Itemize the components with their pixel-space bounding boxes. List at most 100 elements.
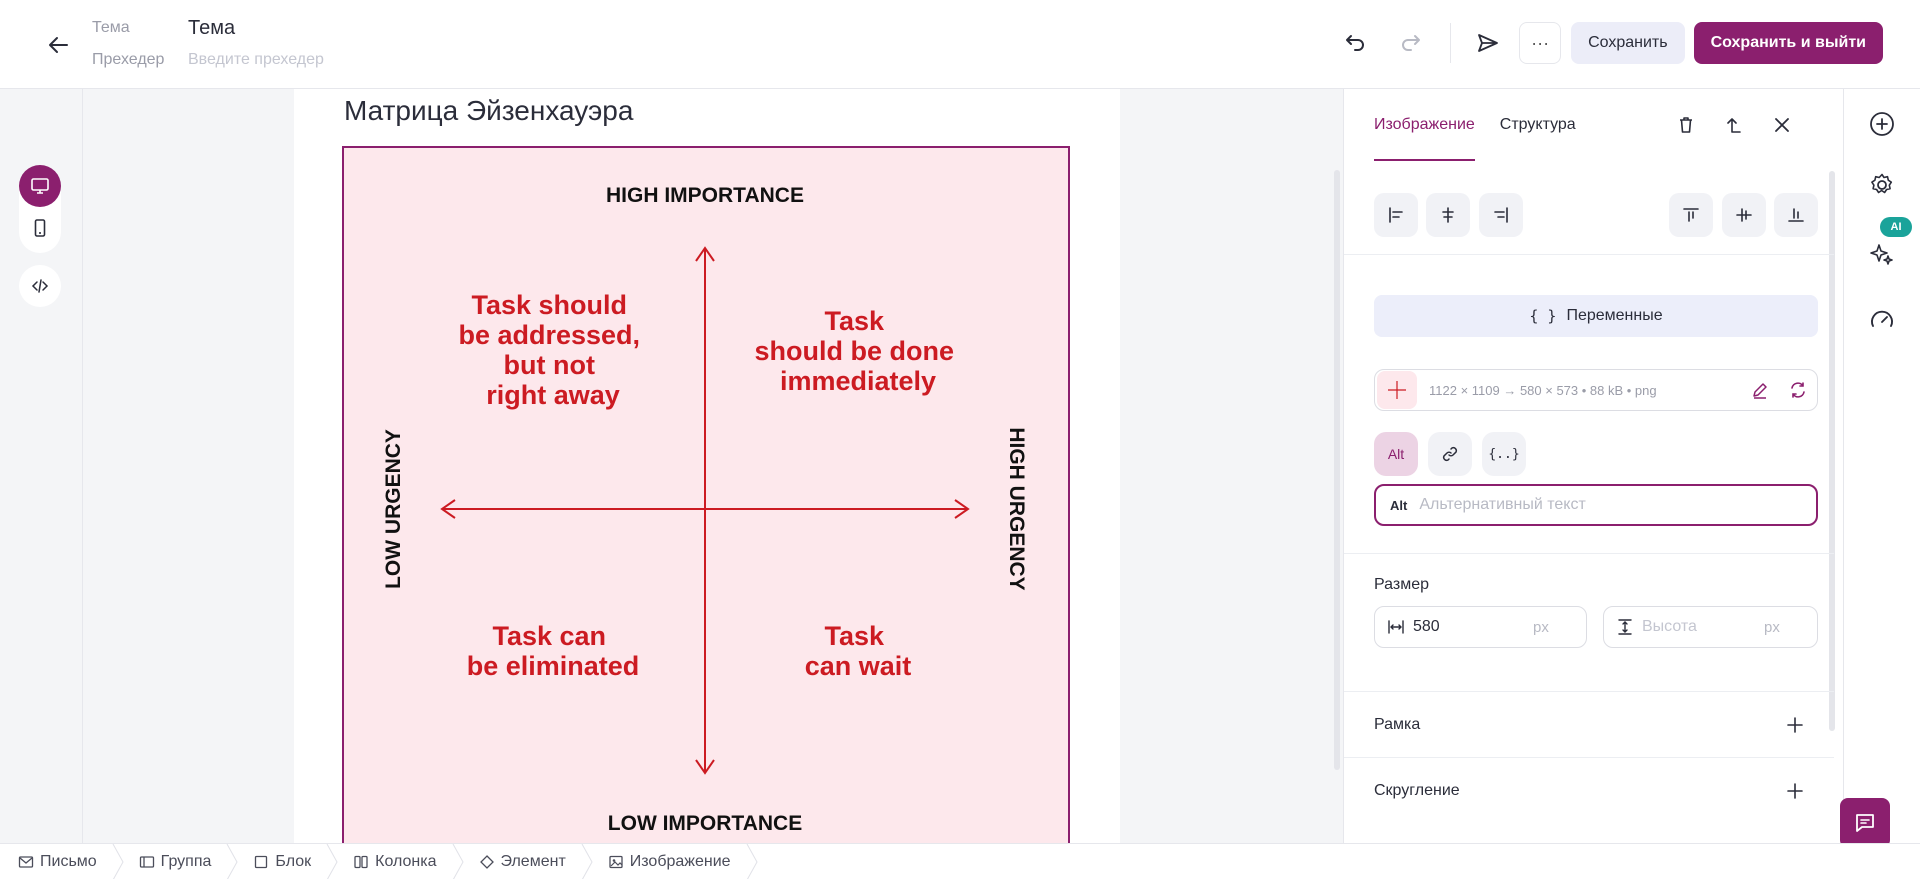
- crumb-block[interactable]: Блок: [253, 844, 325, 879]
- quadrant-top-left: Task should be addressed, but not right …: [458, 290, 647, 410]
- code-icon: [31, 279, 49, 293]
- top-actions: ··· Сохранить Сохранить и выйти: [1334, 22, 1883, 64]
- close-panel-button[interactable]: [1761, 104, 1803, 146]
- rounding-section-toggle[interactable]: Скругление: [1344, 757, 1834, 823]
- select-parent-button[interactable]: [1713, 104, 1755, 146]
- align-right-icon: [1494, 207, 1508, 223]
- element-icon: [479, 854, 494, 869]
- replace-image-button[interactable]: [1779, 371, 1817, 409]
- variables-label: Переменные: [1566, 307, 1663, 324]
- border-section-toggle[interactable]: Рамка: [1344, 691, 1834, 757]
- variable-attribute-button[interactable]: {..}: [1482, 432, 1526, 476]
- tab-structure[interactable]: Структура: [1499, 116, 1576, 133]
- selected-image-block[interactable]: HIGH IMPORTANCE LOW IMPORTANCE LOW URGEN…: [342, 146, 1070, 843]
- crumb-letter[interactable]: Письмо: [18, 844, 111, 879]
- undo-button[interactable]: [1334, 22, 1376, 64]
- panel-scrollbar[interactable]: [1829, 171, 1835, 731]
- alt-text-input[interactable]: [1419, 496, 1780, 514]
- alt-text-button[interactable]: Alt: [1374, 432, 1418, 476]
- pencil-icon: [1753, 383, 1767, 399]
- preheader-label: Прехедер: [92, 51, 165, 68]
- variables-button[interactable]: { } Переменные: [1374, 295, 1818, 337]
- performance-button[interactable]: [1861, 299, 1903, 341]
- image-icon: [609, 855, 623, 868]
- crumb-label: Элемент: [500, 852, 566, 870]
- device-switcher: [19, 165, 61, 253]
- send-icon: [1478, 34, 1498, 52]
- desktop-view-button[interactable]: [19, 165, 61, 207]
- crumb-element[interactable]: Элемент: [479, 844, 580, 879]
- more-button[interactable]: ···: [1519, 22, 1562, 64]
- gear-icon: [1871, 173, 1893, 194]
- back-button[interactable]: [42, 28, 76, 62]
- link-icon: [1442, 446, 1458, 462]
- mobile-icon: [34, 219, 46, 237]
- level-up-icon: [1727, 118, 1741, 133]
- align-center-button[interactable]: [1426, 193, 1470, 237]
- email-heading[interactable]: Матрица Эйзенхауэра: [344, 95, 634, 126]
- chevron-separator: [112, 843, 124, 879]
- ai-assistant-button[interactable]: [1861, 233, 1903, 275]
- undo-icon: [1346, 35, 1365, 51]
- crumb-label: Письмо: [40, 852, 97, 870]
- tab-image[interactable]: Изображение: [1374, 89, 1475, 161]
- alt-field-tag: Alt: [1390, 497, 1408, 513]
- align-right-button[interactable]: [1479, 193, 1523, 237]
- trash-icon: [1680, 117, 1692, 133]
- link-button[interactable]: [1428, 432, 1472, 476]
- height-field[interactable]: px: [1603, 606, 1818, 648]
- crumb-column[interactable]: Колонка: [353, 844, 450, 879]
- align-middle-icon: [1736, 208, 1752, 222]
- redo-icon: [1402, 35, 1421, 51]
- toolbar-divider: [1450, 23, 1452, 63]
- code-view-button[interactable]: [19, 265, 61, 307]
- email-body: Матрица Эйзенхауэра HIGH IMPORTANCE LOW …: [294, 89, 1120, 843]
- panel-tabs: Изображение Структура: [1374, 89, 1601, 161]
- editor-canvas: Матрица Эйзенхауэра HIGH IMPORTANCE LOW …: [83, 89, 1328, 843]
- rounding-label: Скругление: [1374, 781, 1460, 799]
- crumb-group[interactable]: Группа: [139, 844, 226, 879]
- save-and-exit-button[interactable]: Сохранить и выйти: [1693, 22, 1883, 64]
- align-left-button[interactable]: [1374, 193, 1418, 237]
- right-rail: AI: [1843, 89, 1920, 843]
- width-field[interactable]: px: [1374, 606, 1587, 648]
- gauge-icon: [1871, 310, 1893, 327]
- ai-badge: AI: [1880, 217, 1912, 237]
- height-input[interactable]: [1642, 618, 1764, 636]
- width-unit: px: [1533, 618, 1549, 636]
- panel-actions: [1665, 104, 1803, 146]
- settings-button[interactable]: [1861, 164, 1903, 206]
- block-icon: [255, 855, 268, 868]
- width-icon: [1388, 620, 1404, 634]
- quadrant-bottom-right: Task can wait: [805, 621, 912, 681]
- align-middle-button[interactable]: [1722, 193, 1766, 237]
- canvas-scrollbar[interactable]: [1334, 170, 1340, 770]
- alt-text-field[interactable]: Alt: [1374, 484, 1818, 526]
- variable-braces-icon: {..}: [1488, 446, 1520, 462]
- quadrant-top-right: Task should be done immediately: [754, 306, 961, 396]
- send-test-button[interactable]: [1467, 22, 1509, 64]
- mobile-view-button[interactable]: [19, 207, 61, 249]
- image-thumbnail: [1377, 371, 1417, 409]
- align-top-button[interactable]: [1669, 193, 1713, 237]
- quadrant-bottom-left: Task can be eliminated: [467, 621, 640, 681]
- crumb-image[interactable]: Изображение: [608, 844, 745, 879]
- arrow-left-icon: [49, 37, 68, 53]
- align-center-icon: [1442, 207, 1454, 223]
- theme-field[interactable]: Тема: [188, 17, 236, 39]
- add-block-button[interactable]: [1861, 103, 1903, 145]
- height-icon: [1618, 619, 1632, 635]
- size-label: Размер: [1374, 576, 1429, 593]
- preheader-field[interactable]: Введите прехедер: [188, 51, 324, 68]
- eisenhower-matrix-image: HIGH IMPORTANCE LOW IMPORTANCE LOW URGEN…: [344, 148, 1068, 843]
- chat-icon: [1856, 814, 1874, 832]
- align-bottom-button[interactable]: [1774, 193, 1818, 237]
- save-button[interactable]: Сохранить: [1571, 22, 1685, 64]
- width-input[interactable]: [1413, 618, 1533, 636]
- chat-button[interactable]: [1840, 798, 1890, 848]
- edit-image-button[interactable]: [1741, 371, 1779, 409]
- crumb-label: Изображение: [629, 852, 731, 870]
- redo-button[interactable]: [1390, 22, 1432, 64]
- desktop-icon: [31, 178, 49, 194]
- delete-button[interactable]: [1665, 104, 1707, 146]
